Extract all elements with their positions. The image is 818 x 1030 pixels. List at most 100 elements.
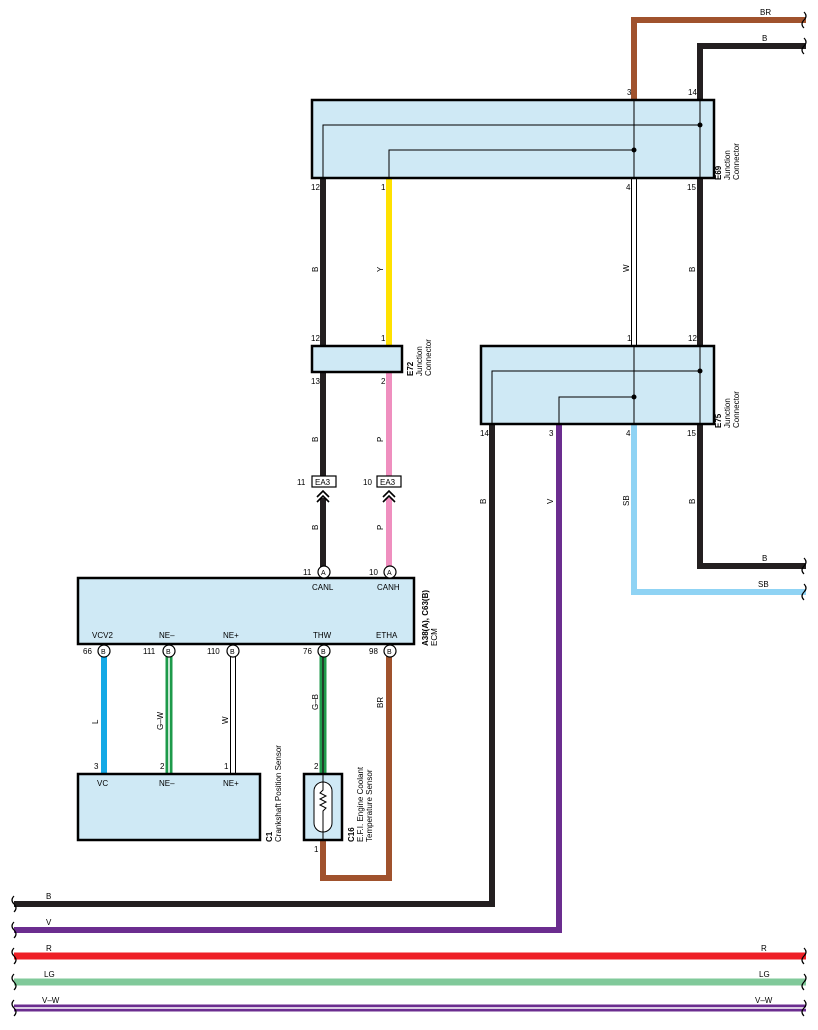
label-ea3-b: B <box>311 525 320 530</box>
c1-sensor: 3 2 1 VC NE– NE+ C1 Crankshaft Position … <box>76 745 283 842</box>
ecm-pin-vcv2-num: 66 <box>83 647 92 656</box>
e75-pin-14: 14 <box>480 429 489 438</box>
label-c1-w: W <box>221 716 230 724</box>
e72-pin-1: 1 <box>381 334 386 343</box>
label-e75-right-b: B <box>688 499 697 504</box>
c1-pin-nep: 1 <box>224 762 229 771</box>
wire-b-e75-bus <box>14 424 495 907</box>
ecm-pin-canl-letter: A <box>321 570 326 577</box>
label-ea3-p: P <box>376 525 385 530</box>
c1-code: C1 <box>265 831 274 842</box>
label-e69-w: W <box>622 264 631 272</box>
wire-labels: B Y W B B P B P B V SB B L G–W W G–B BR … <box>91 8 771 730</box>
wire-sb-e75 <box>631 424 806 595</box>
e69-pin-3: 3 <box>627 88 632 97</box>
e69-pin-14: 14 <box>688 88 697 97</box>
c1-label-nep: NE+ <box>223 779 239 788</box>
ecm-pin-etha-letter: B <box>387 649 392 656</box>
ecm-pin-nem-num: 111 <box>143 647 156 656</box>
c16-code: C16 <box>347 827 356 842</box>
label-e72-b: B <box>311 437 320 442</box>
e75-splice-dot-2 <box>631 394 637 400</box>
ecm-label-etha: ETHA <box>376 631 398 640</box>
label-e69-y: Y <box>376 266 385 272</box>
c1-name: Crankshaft Position Sensor <box>274 745 283 842</box>
label-e69-right-b: B <box>688 267 697 272</box>
ea3-left-pin: 11 <box>297 478 306 487</box>
e69-splice-dot-1 <box>697 122 703 128</box>
bus-v-label: V <box>46 918 52 927</box>
ecm-label-canh: CANH <box>377 583 400 592</box>
c1-pin-vc: 3 <box>94 762 99 771</box>
e75-pin-12: 12 <box>688 334 697 343</box>
wire-br-etha <box>320 654 392 881</box>
bus-vw-label-left: V–W <box>42 996 60 1005</box>
e69-splice-dot-2 <box>631 147 637 153</box>
e72-line1: Junction <box>415 346 424 376</box>
e72-pin-13: 13 <box>311 377 320 386</box>
ecm-pin-etha-num: 98 <box>369 647 378 656</box>
wire-br-top <box>631 17 806 100</box>
e75-splice-dot-1 <box>697 368 703 374</box>
e69-pin-4: 4 <box>626 183 631 192</box>
label-top-br: BR <box>760 8 771 17</box>
label-c1-l: L <box>91 719 100 724</box>
bus-vw-label-right: V–W <box>755 996 773 1005</box>
ea3-right-code: EA3 <box>380 478 396 487</box>
e69-connector: 3 14 12 1 4 15 E69 Junction Connector <box>310 88 741 192</box>
ea3-right-chevron <box>382 489 396 503</box>
ecm-unit: 11 A 10 A CANL CANH VCV2 NE– NE+ THW ETH… <box>76 565 439 658</box>
label-right-sb: SB <box>758 580 769 589</box>
thermistor-icon <box>318 774 328 840</box>
ecm-label-vcv2: VCV2 <box>92 631 113 640</box>
ecm-pin-canh-letter: A <box>387 570 392 577</box>
e75-line2: Connector <box>732 391 741 428</box>
label-e75-b: B <box>479 499 488 504</box>
label-etha-br: BR <box>376 697 385 708</box>
bus-b-label: B <box>46 892 51 901</box>
e72-code: E72 <box>406 361 415 376</box>
ecm-name: ECM <box>430 628 439 646</box>
label-c1-gw: G–W <box>156 711 165 730</box>
wire-v-e75-bus <box>14 424 562 933</box>
e75-pin-15: 15 <box>687 429 696 438</box>
label-top-b: B <box>762 34 767 43</box>
e75-code: E75 <box>714 413 723 428</box>
bus-lg-label-left: LG <box>44 970 55 979</box>
e75-pin-4: 4 <box>626 429 631 438</box>
ecm-pin-nep-letter: B <box>230 649 235 656</box>
e75-pin-3: 3 <box>549 429 554 438</box>
ea3-left-code: EA3 <box>315 478 331 487</box>
e69-pin-15: 15 <box>687 183 696 192</box>
label-e75-v: V <box>546 498 555 504</box>
wire-b-top <box>697 43 806 100</box>
e72-pin-2: 2 <box>381 377 386 386</box>
c16-sensor: 2 1 C16 E.F.I. Engine Coolant Temperatur… <box>302 762 374 854</box>
e69-code: E69 <box>714 165 723 180</box>
ea3-right-box <box>376 475 402 488</box>
ecm-label-thw: THW <box>313 631 332 640</box>
label-e75-sb: SB <box>622 495 631 506</box>
ecm-label-canl: CANL <box>312 583 334 592</box>
ecm-pin-thw-letter: B <box>321 649 326 656</box>
c16-line2: Temperature Sensor <box>365 769 374 842</box>
c16-line1: E.F.I. Engine Coolant <box>356 766 365 842</box>
ea3-right-pin: 10 <box>363 478 372 487</box>
e75-pin-1: 1 <box>627 334 632 343</box>
ecm-pin-canh-num: 10 <box>369 568 378 577</box>
ea3-connector: EA3 11 EA3 10 <box>297 475 402 503</box>
e69-pin-1: 1 <box>381 183 386 192</box>
ecm-label-nep: NE+ <box>223 631 239 640</box>
c1-label-nem: NE– <box>159 779 175 788</box>
e72-line2: Connector <box>424 339 433 376</box>
label-right-b: B <box>762 554 767 563</box>
label-e72-p: P <box>376 437 385 442</box>
e69-line1: Junction <box>723 150 732 180</box>
label-c16-gb: G–B <box>311 694 320 710</box>
c1-pin-nem: 2 <box>160 762 165 771</box>
ecm-pin-vcv2-letter: B <box>101 649 106 656</box>
ecm-label-nem: NE– <box>159 631 175 640</box>
c16-pin-bottom: 1 <box>314 845 319 854</box>
bus-r-label-right: R <box>761 944 767 953</box>
